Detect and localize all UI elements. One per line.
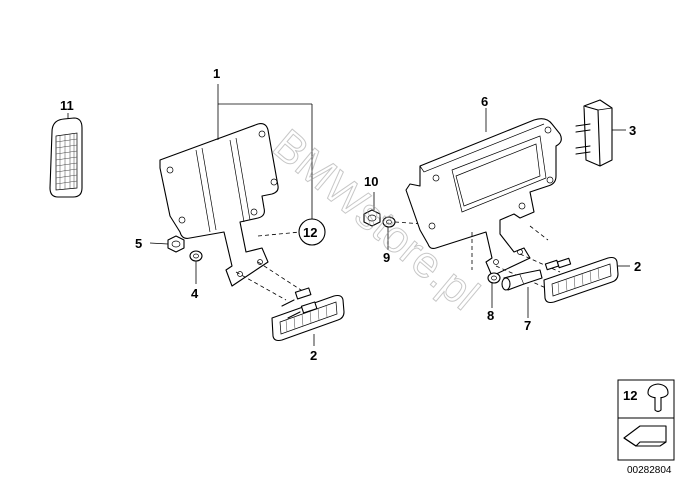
callout-4: 4: [191, 286, 199, 301]
rubber-pad-part: [575, 99, 613, 167]
callout-11: 11: [60, 98, 74, 113]
legend-box: 12 00282804: [617, 379, 675, 476]
view-arrow-icon: [623, 425, 667, 447]
nut-part: [167, 235, 185, 253]
washer-part-left: [189, 250, 203, 262]
callout-2-right: 2: [634, 259, 641, 274]
callout-6: 6: [481, 94, 488, 109]
callout-12: 12: [303, 225, 317, 240]
screw-part: [501, 269, 543, 291]
nut-part-middle: [363, 209, 381, 227]
callout-9: 9: [383, 250, 390, 265]
marker-light-left-part: [271, 287, 345, 342]
callout-8: 8: [487, 308, 494, 323]
callout-3: 3: [629, 123, 636, 138]
callout-2-left: 2: [310, 348, 317, 363]
document-number: 00282804: [627, 465, 672, 476]
callout-7: 7: [524, 318, 531, 333]
callout-10: 10: [364, 174, 378, 189]
marker-light-right-part: [543, 256, 619, 304]
part-12-callout-circle: [298, 218, 326, 246]
right-bracket-part: [405, 118, 562, 277]
push-rivet-icon: [647, 383, 669, 413]
callout-1: 1: [213, 66, 220, 81]
reflector-pad-part: [49, 117, 83, 198]
washer-part-right: [487, 272, 501, 284]
left-bracket-part: [159, 123, 279, 287]
callout-5: 5: [135, 236, 142, 251]
legend-item-number: 12: [623, 388, 637, 403]
